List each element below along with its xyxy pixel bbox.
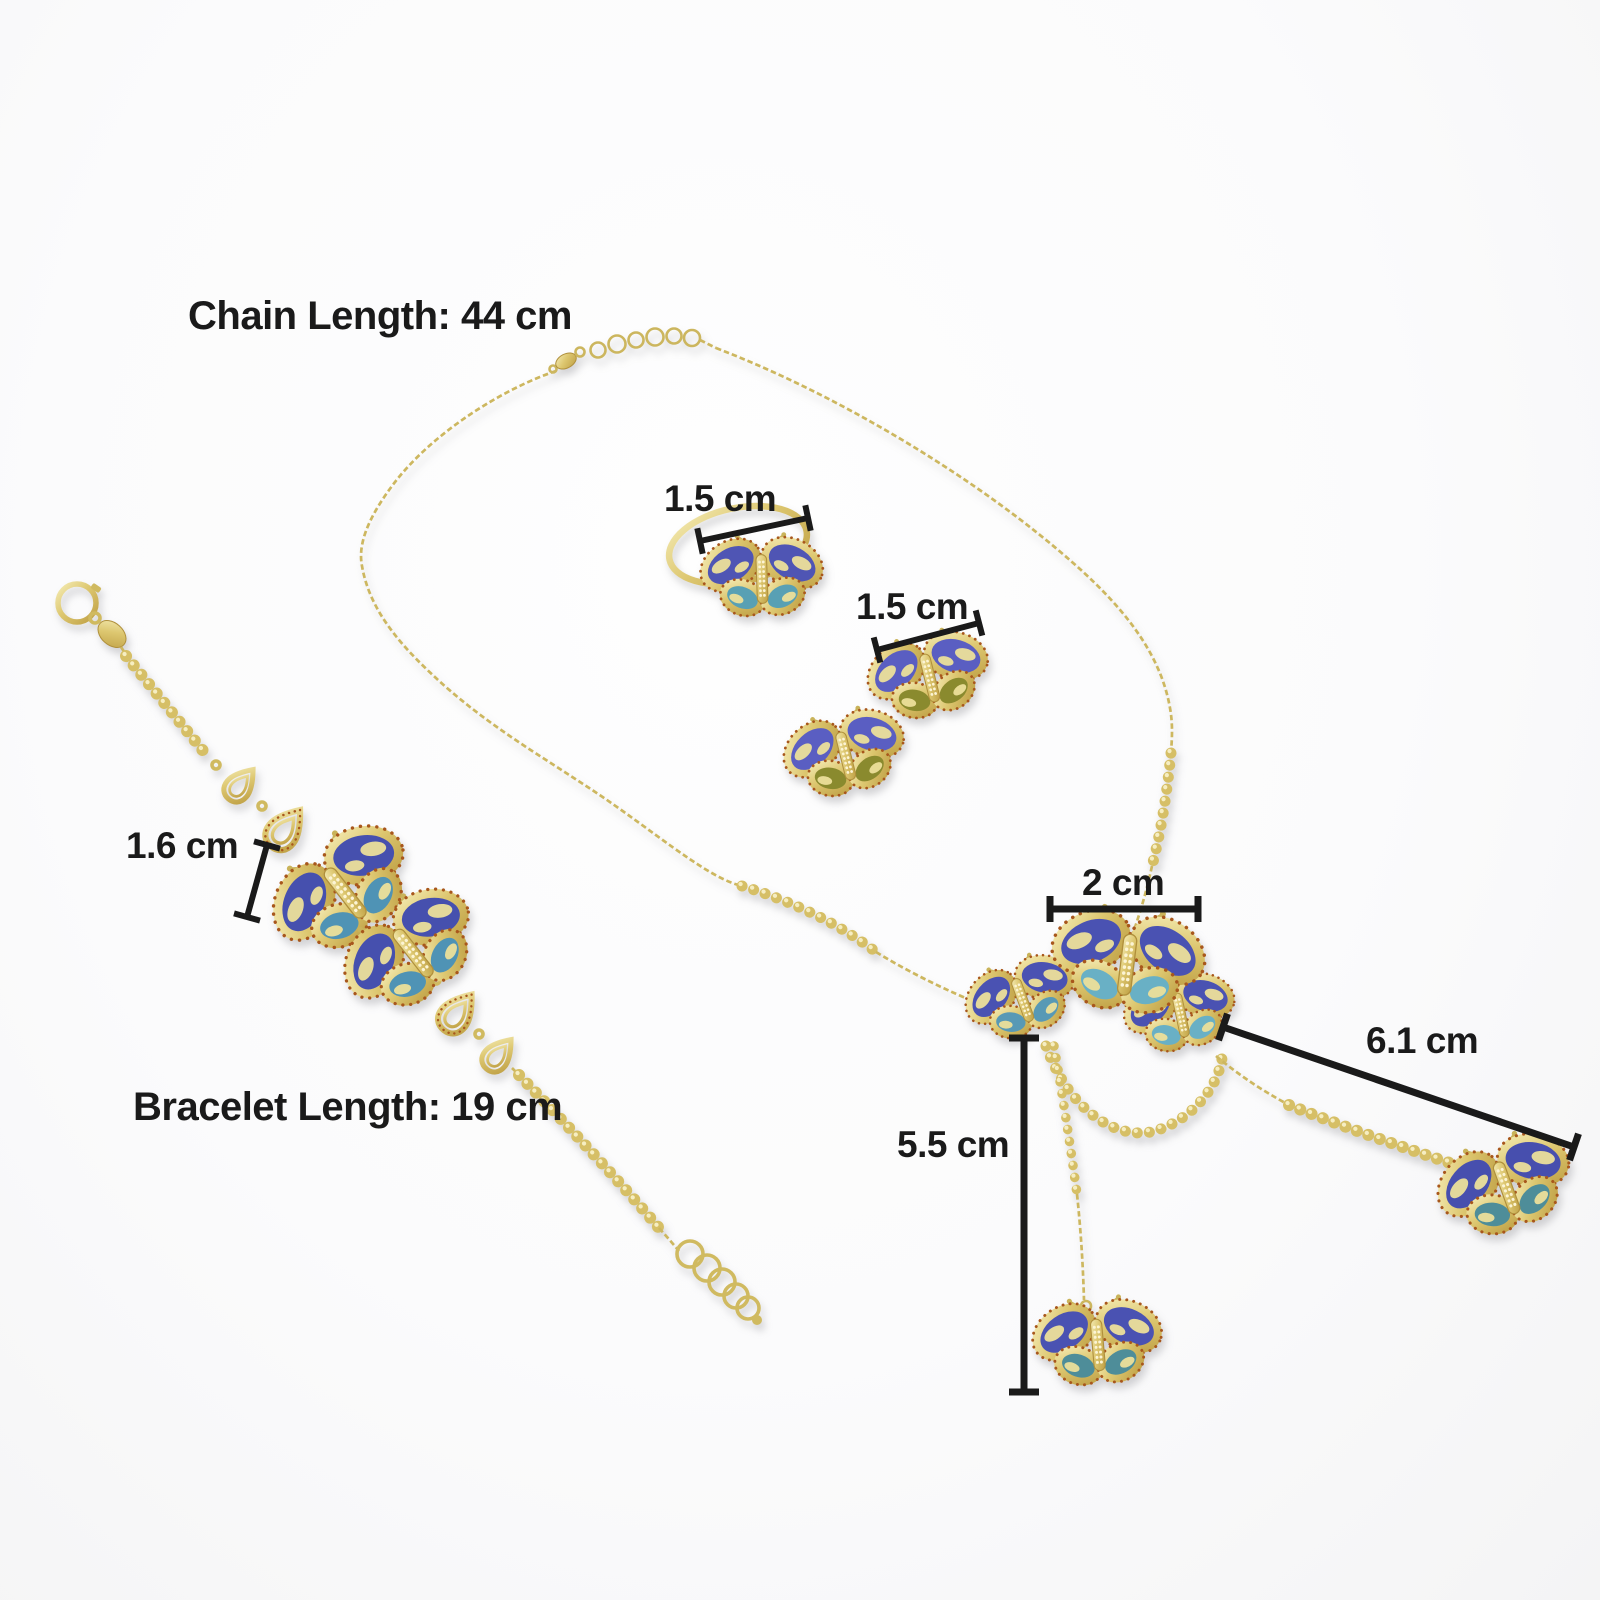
bracelet-extender-rings bbox=[675, 1239, 762, 1325]
earring-size-label: 1.5 cm bbox=[856, 586, 969, 627]
center-drop-length-label: 5.5 cm bbox=[897, 1124, 1010, 1165]
chain-length-label: Chain Length: 44 cm bbox=[188, 294, 572, 338]
bracelet-measure-line bbox=[233, 838, 281, 924]
ring-size-label: 1.5 cm bbox=[664, 478, 777, 519]
pendant-bottom-drop-butterfly bbox=[1019, 1284, 1177, 1397]
earring-measure-line bbox=[870, 609, 986, 664]
bracelet-teardrop-link bbox=[219, 762, 263, 807]
bracelet-butterfly-size-label: 1.6 cm bbox=[126, 825, 239, 866]
bracelet bbox=[55, 581, 762, 1325]
necklace bbox=[359, 327, 1597, 1397]
pendant-measure-line bbox=[1046, 896, 1202, 922]
side-drop-length-label: 6.1 cm bbox=[1366, 1020, 1479, 1061]
bracelet-clasp bbox=[55, 581, 127, 648]
necklace-clasp bbox=[548, 327, 717, 374]
bracelet-length-label: Bracelet Length: 19 cm bbox=[133, 1085, 563, 1129]
ring-measure-line bbox=[694, 504, 814, 555]
pendant-size-label: 2 cm bbox=[1082, 862, 1165, 903]
earrings bbox=[765, 611, 1009, 815]
center-drop-measure-line bbox=[1009, 1034, 1039, 1396]
pendant-side-drop-butterfly bbox=[1413, 1107, 1597, 1260]
measurement-lines bbox=[233, 504, 1582, 1396]
side-drop-measure-line bbox=[1215, 1012, 1582, 1162]
ring bbox=[665, 502, 834, 624]
